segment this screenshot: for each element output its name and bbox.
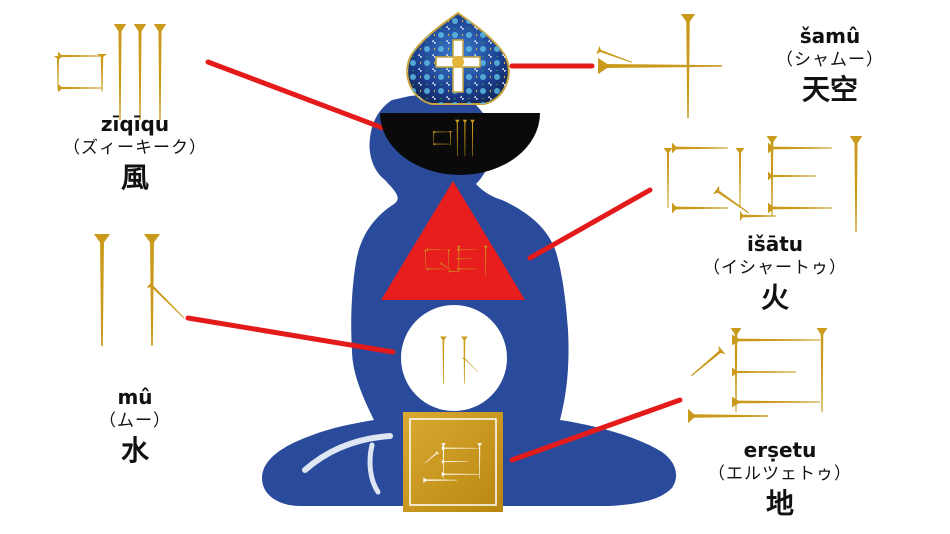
earth-kana: （エルツェトゥ） — [708, 464, 852, 484]
earth-transliteration: erṣetu — [743, 438, 817, 462]
ornamental-cross-orb-icon — [406, 11, 510, 105]
sky-kana: （シャムー） — [776, 50, 884, 70]
fire-kanji: 火 — [760, 281, 789, 314]
label-sky: šamû （シャムー） 天空 — [745, 24, 915, 108]
connector-lines — [185, 59, 683, 463]
earth-cuneiform-sign — [687, 328, 828, 424]
fire-kana: （イシャートゥ） — [703, 258, 847, 278]
earth-kanji: 地 — [765, 487, 794, 520]
wind-cuneiform-sign — [53, 24, 167, 120]
label-water: mû （ムー） 水 — [60, 385, 210, 469]
wind-bowl — [380, 113, 540, 175]
fire-triangle — [381, 181, 525, 300]
water-circle — [401, 305, 507, 411]
fire-cuneiform-sign — [663, 136, 863, 232]
wind-transliteration: zīqīqu — [100, 112, 170, 136]
connector-wind — [205, 59, 386, 131]
fire-transliteration: išātu — [746, 232, 804, 256]
label-wind: zīqīqu （ズィーキーク） 風 — [40, 112, 230, 196]
water-kanji: 水 — [120, 434, 149, 467]
wind-kanji: 風 — [120, 161, 149, 194]
water-kana: （ムー） — [99, 411, 171, 431]
wind-kana: （ズィーキーク） — [63, 138, 207, 158]
label-fire: išātu （イシャートゥ） 火 — [685, 232, 865, 316]
connector-earth — [509, 397, 683, 463]
connector-water — [185, 315, 396, 355]
water-cuneiform-sign — [93, 234, 188, 346]
connector-fire — [527, 187, 653, 261]
label-earth: erṣetu （エルツェトゥ） 地 — [680, 438, 880, 522]
sky-kanji: 天空 — [801, 73, 858, 106]
sky-cuneiform-sign — [596, 14, 722, 118]
sky-transliteration: šamû — [799, 24, 861, 48]
water-transliteration: mû — [117, 385, 153, 409]
